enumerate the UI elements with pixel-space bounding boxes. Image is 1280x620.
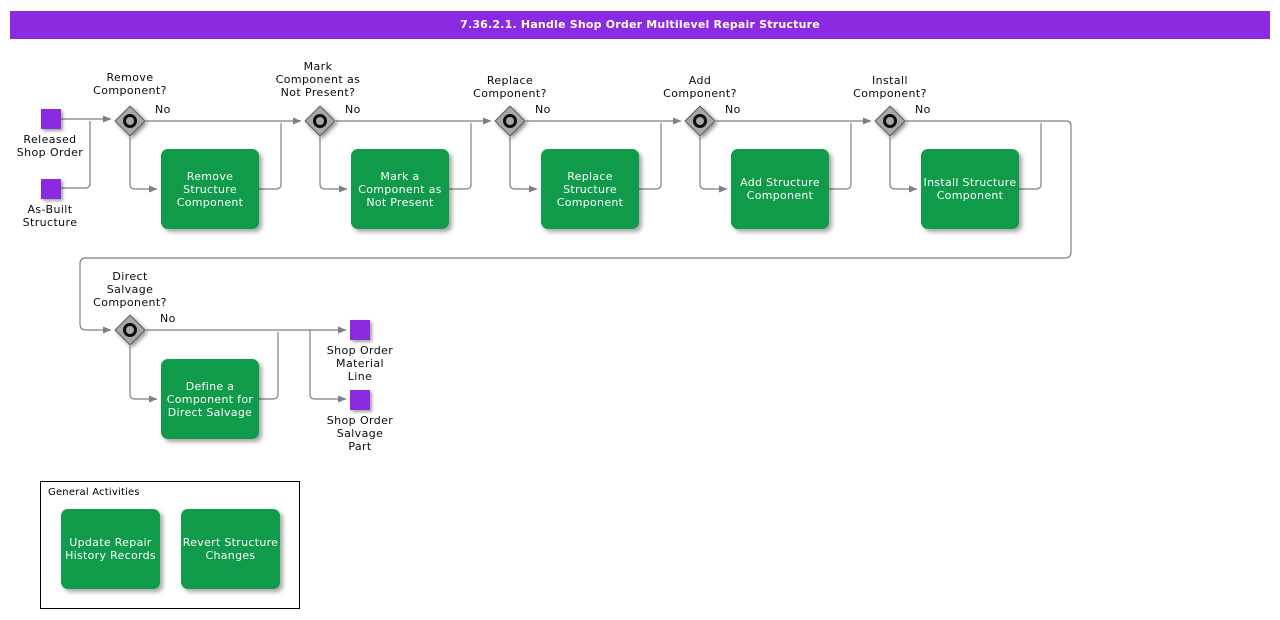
diagram-title-bar: 7.36.2.1. Handle Shop Order Multilevel R… xyxy=(10,11,1270,39)
no-branch-label: No xyxy=(160,312,176,325)
decision-circle-icon xyxy=(503,114,517,128)
decision-question-remove: Remove Component? xyxy=(93,71,167,97)
event-shop-order-salvage-part[interactable] xyxy=(350,390,370,410)
decision-question-direct-salvage: Direct Salvage Component? xyxy=(93,270,167,309)
event-label-shop-order-material-line: Shop Order Material Line xyxy=(326,344,394,383)
general-activities-label: General Activities xyxy=(48,487,140,498)
event-label-as-built-structure: As-Built Structure xyxy=(22,203,78,229)
activity-define-component-direct-salvage[interactable]: Define a Component for Direct Salvage xyxy=(161,359,259,439)
decision-circle-icon xyxy=(123,323,137,337)
decision-remove-component[interactable] xyxy=(114,105,146,137)
activity-add-structure-component[interactable]: Add Structure Component xyxy=(731,149,829,229)
no-branch-label: No xyxy=(915,103,931,116)
no-branch-label: No xyxy=(725,103,741,116)
activity-remove-structure-component[interactable]: Remove Structure Component xyxy=(161,149,259,229)
decision-circle-icon xyxy=(123,114,137,128)
decision-circle-icon xyxy=(883,114,897,128)
activity-mark-component-not-present[interactable]: Mark a Component as Not Present xyxy=(351,149,449,229)
event-shop-order-material-line[interactable] xyxy=(350,320,370,340)
general-activities-group: General Activities xyxy=(40,481,300,609)
decision-add-component[interactable] xyxy=(684,105,716,137)
event-label-released-shop-order: Released Shop Order xyxy=(16,133,84,159)
decision-replace-component[interactable] xyxy=(494,105,526,137)
event-released-shop-order[interactable] xyxy=(41,109,61,129)
decision-direct-salvage-component[interactable] xyxy=(114,314,146,346)
no-branch-label: No xyxy=(155,103,171,116)
no-branch-label: No xyxy=(345,103,361,116)
decision-mark-component-not-present[interactable] xyxy=(304,105,336,137)
decision-install-component[interactable] xyxy=(874,105,906,137)
activity-update-repair-history-records[interactable]: Update Repair History Records xyxy=(61,509,160,589)
decision-circle-icon xyxy=(693,114,707,128)
decision-question-replace: Replace Component? xyxy=(473,74,547,100)
no-branch-label: No xyxy=(535,103,551,116)
event-as-built-structure[interactable] xyxy=(41,179,61,199)
decision-circle-icon xyxy=(313,114,327,128)
decision-question-mark-not-present: Mark Component as Not Present? xyxy=(275,60,361,99)
activity-replace-structure-component[interactable]: Replace Structure Component xyxy=(541,149,639,229)
event-label-shop-order-salvage-part: Shop Order Salvage Part xyxy=(326,414,394,453)
decision-question-add: Add Component? xyxy=(663,74,737,100)
activity-install-structure-component[interactable]: Install Structure Component xyxy=(921,149,1019,229)
decision-question-install: Install Component? xyxy=(853,74,927,100)
activity-revert-structure-changes[interactable]: Revert Structure Changes xyxy=(181,509,280,589)
